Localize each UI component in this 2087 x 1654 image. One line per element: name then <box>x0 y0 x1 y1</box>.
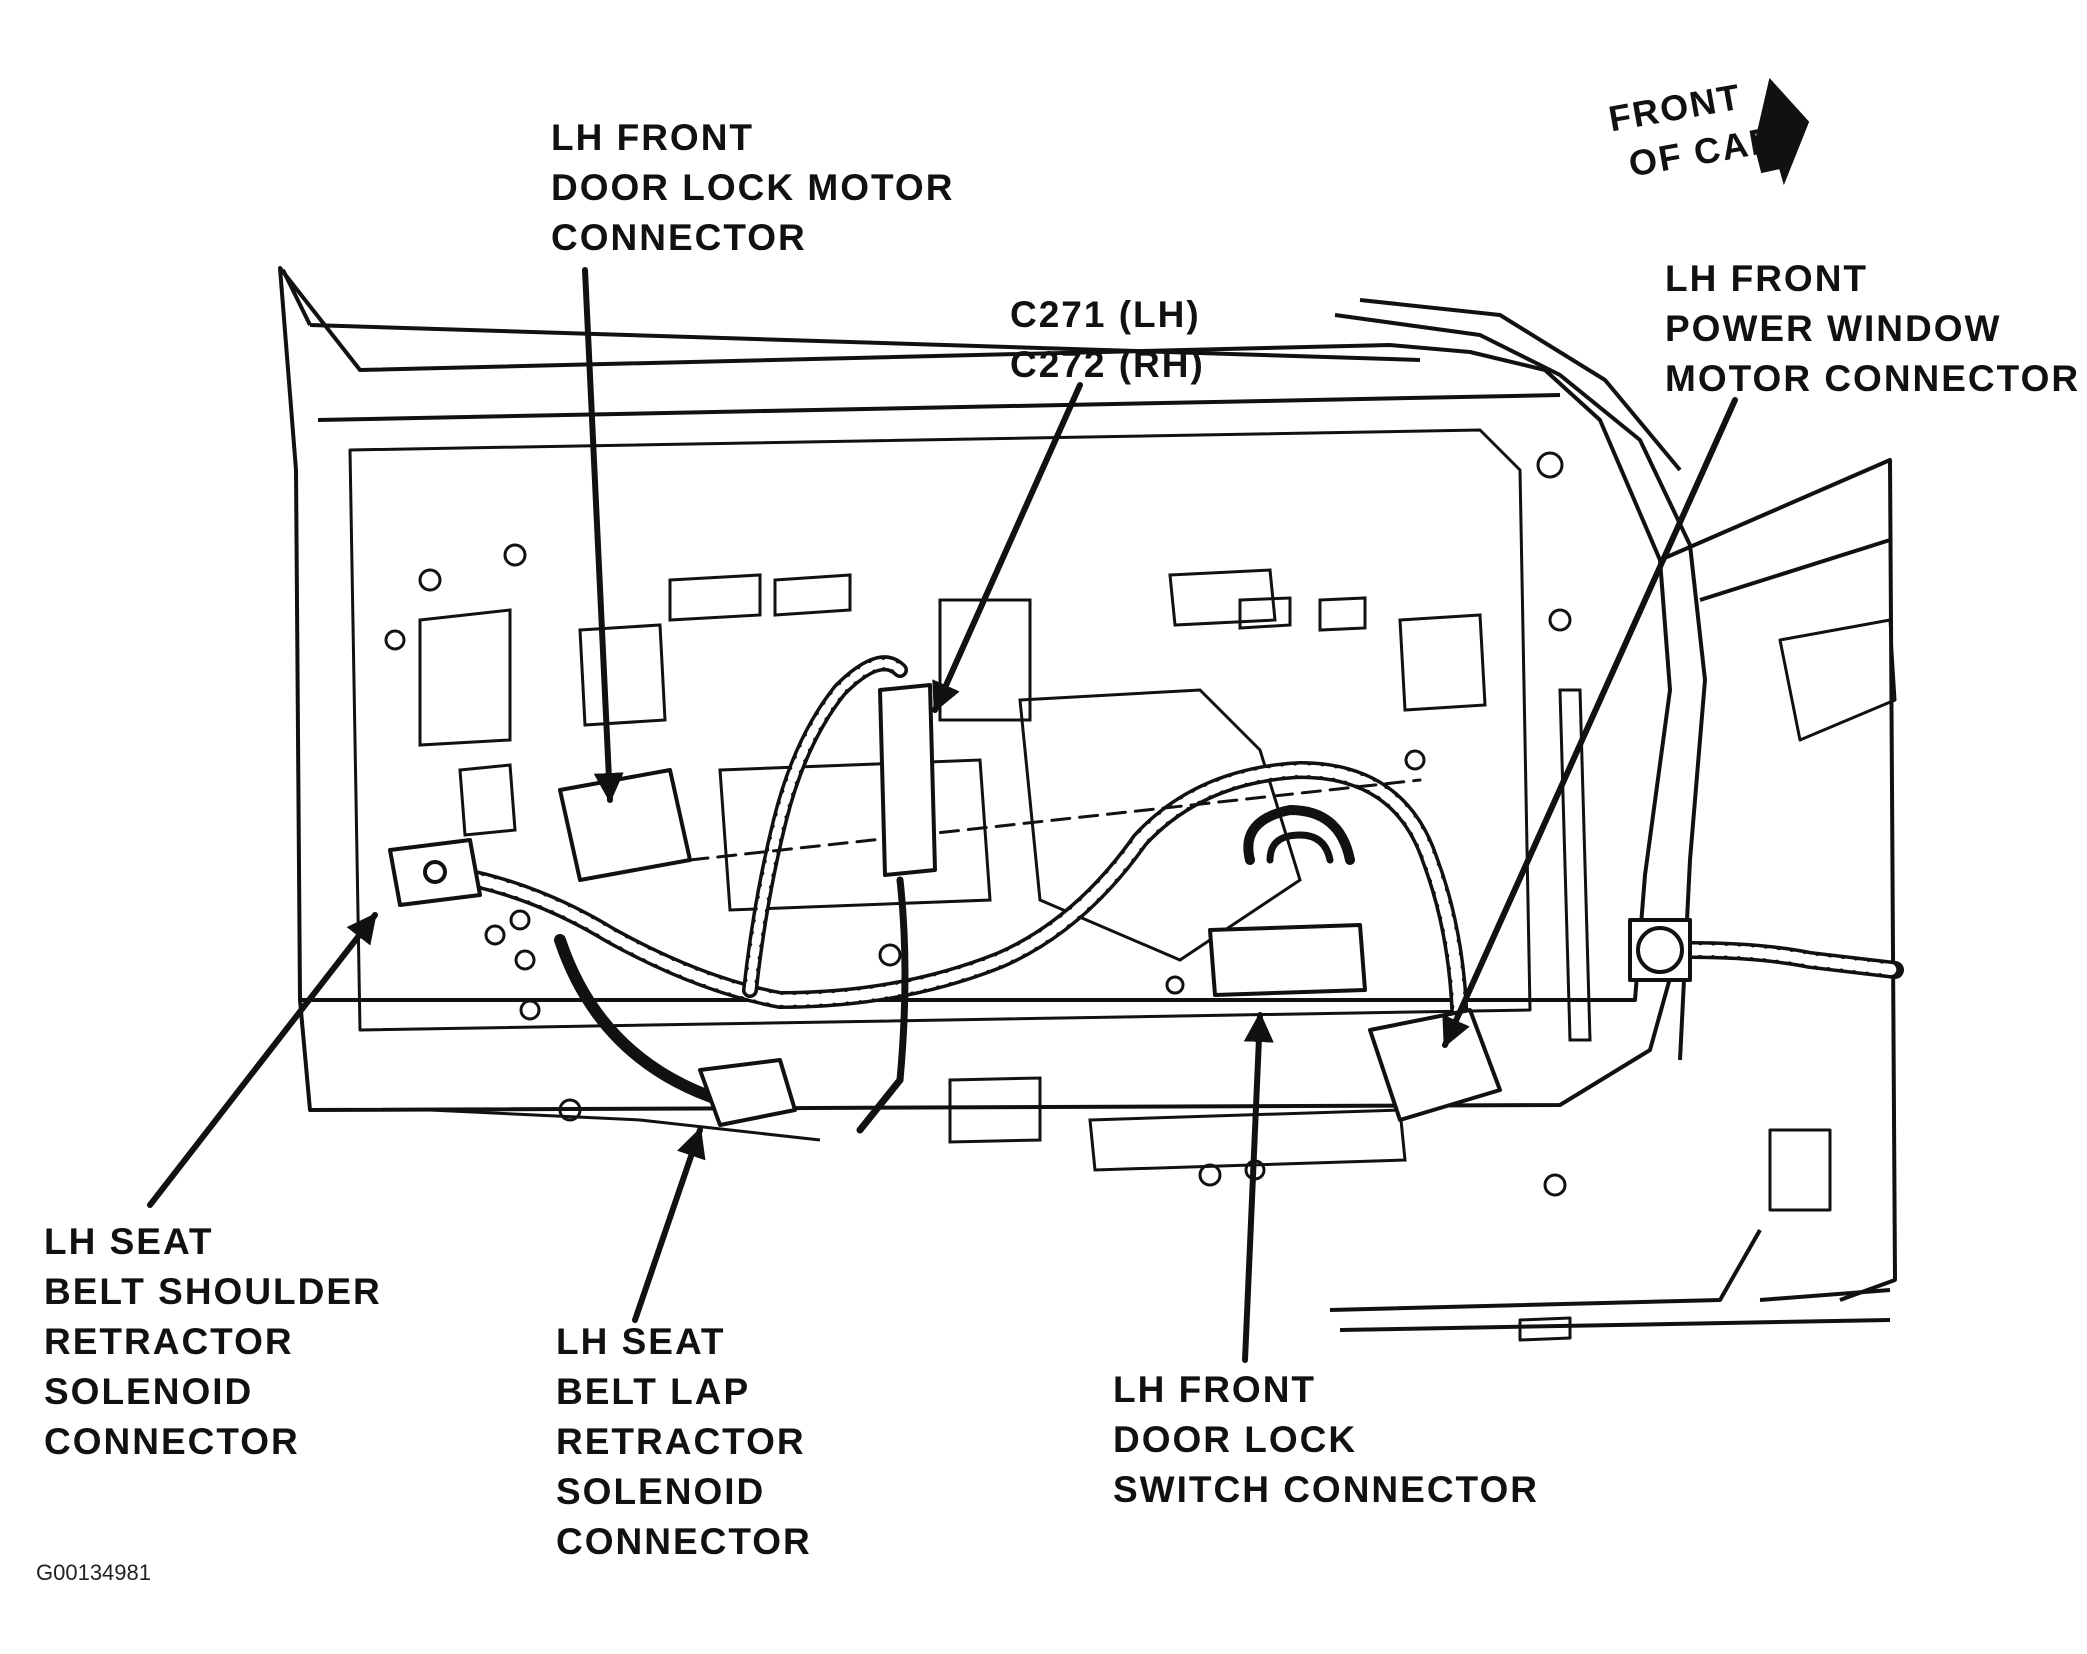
arrow-right-icon <box>1753 77 1810 186</box>
figure-id: G00134981 <box>36 1560 151 1585</box>
label-shoulder-retractor-connector: LH SEAT BELT SHOULDER RETRACTOR SOLENOID… <box>44 1221 382 1462</box>
label-lap-retractor-connector: LH SEAT BELT LAP RETRACTOR SOLENOID CONN… <box>556 1321 812 1562</box>
label-c271-c272: C271 (LH) C272 (RH) <box>1010 294 1205 385</box>
label-lock-motor-connector: LH FRONT DOOR LOCK MOTOR CONNECTOR <box>551 117 955 258</box>
label-lock-switch-connector: LH FRONT DOOR LOCK SWITCH CONNECTOR <box>1113 1369 1539 1510</box>
c271-leader <box>932 382 1083 713</box>
shoulder-leader <box>147 912 378 1208</box>
lock-switch-connector <box>1208 923 1367 997</box>
connectors <box>388 683 1692 1127</box>
lock-motor-leader <box>582 267 624 803</box>
lock-switch-leader <box>1242 1012 1274 1363</box>
door-shell <box>278 266 1897 1342</box>
window-motor-leader <box>1442 397 1738 1048</box>
leader-arrows <box>147 267 1738 1363</box>
lap-leader <box>632 1127 706 1323</box>
c271-connector <box>878 683 937 877</box>
lap-connector <box>698 1058 797 1127</box>
lock-motor-connector <box>558 768 692 882</box>
wiring-harness <box>411 655 1904 1134</box>
panel-holes <box>384 451 1572 1197</box>
label-window-motor-connector: LH FRONT POWER WINDOW MOTOR CONNECTOR <box>1665 258 2081 399</box>
